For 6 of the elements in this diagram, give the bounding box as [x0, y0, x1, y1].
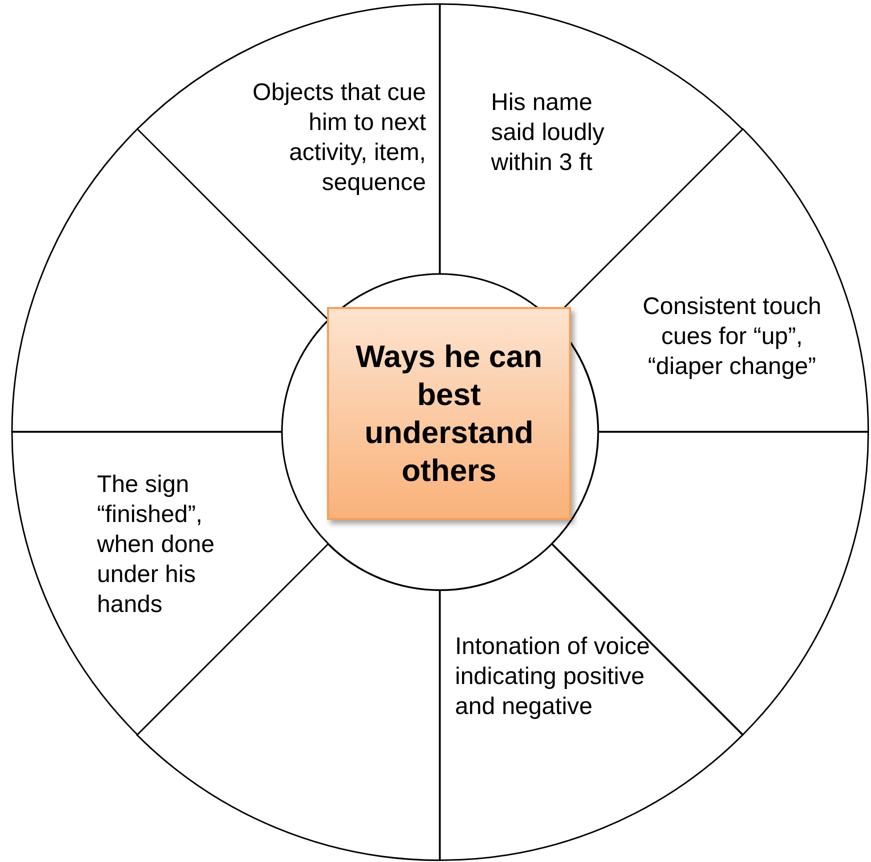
- segment-text: The sign “finished”, when done under his hands: [97, 470, 216, 620]
- segment-text: Intonation of voice indicating positive and negative: [455, 632, 651, 722]
- segment-text: Objects that cue him to next activity, item, sequence: [252, 78, 426, 198]
- title-box: Ways he can best understand others: [327, 307, 571, 520]
- segment-text: Consistent touch cues for “up”, “diaper change”: [642, 292, 822, 382]
- segment-text: His name said loudly within 3 ft: [491, 88, 606, 178]
